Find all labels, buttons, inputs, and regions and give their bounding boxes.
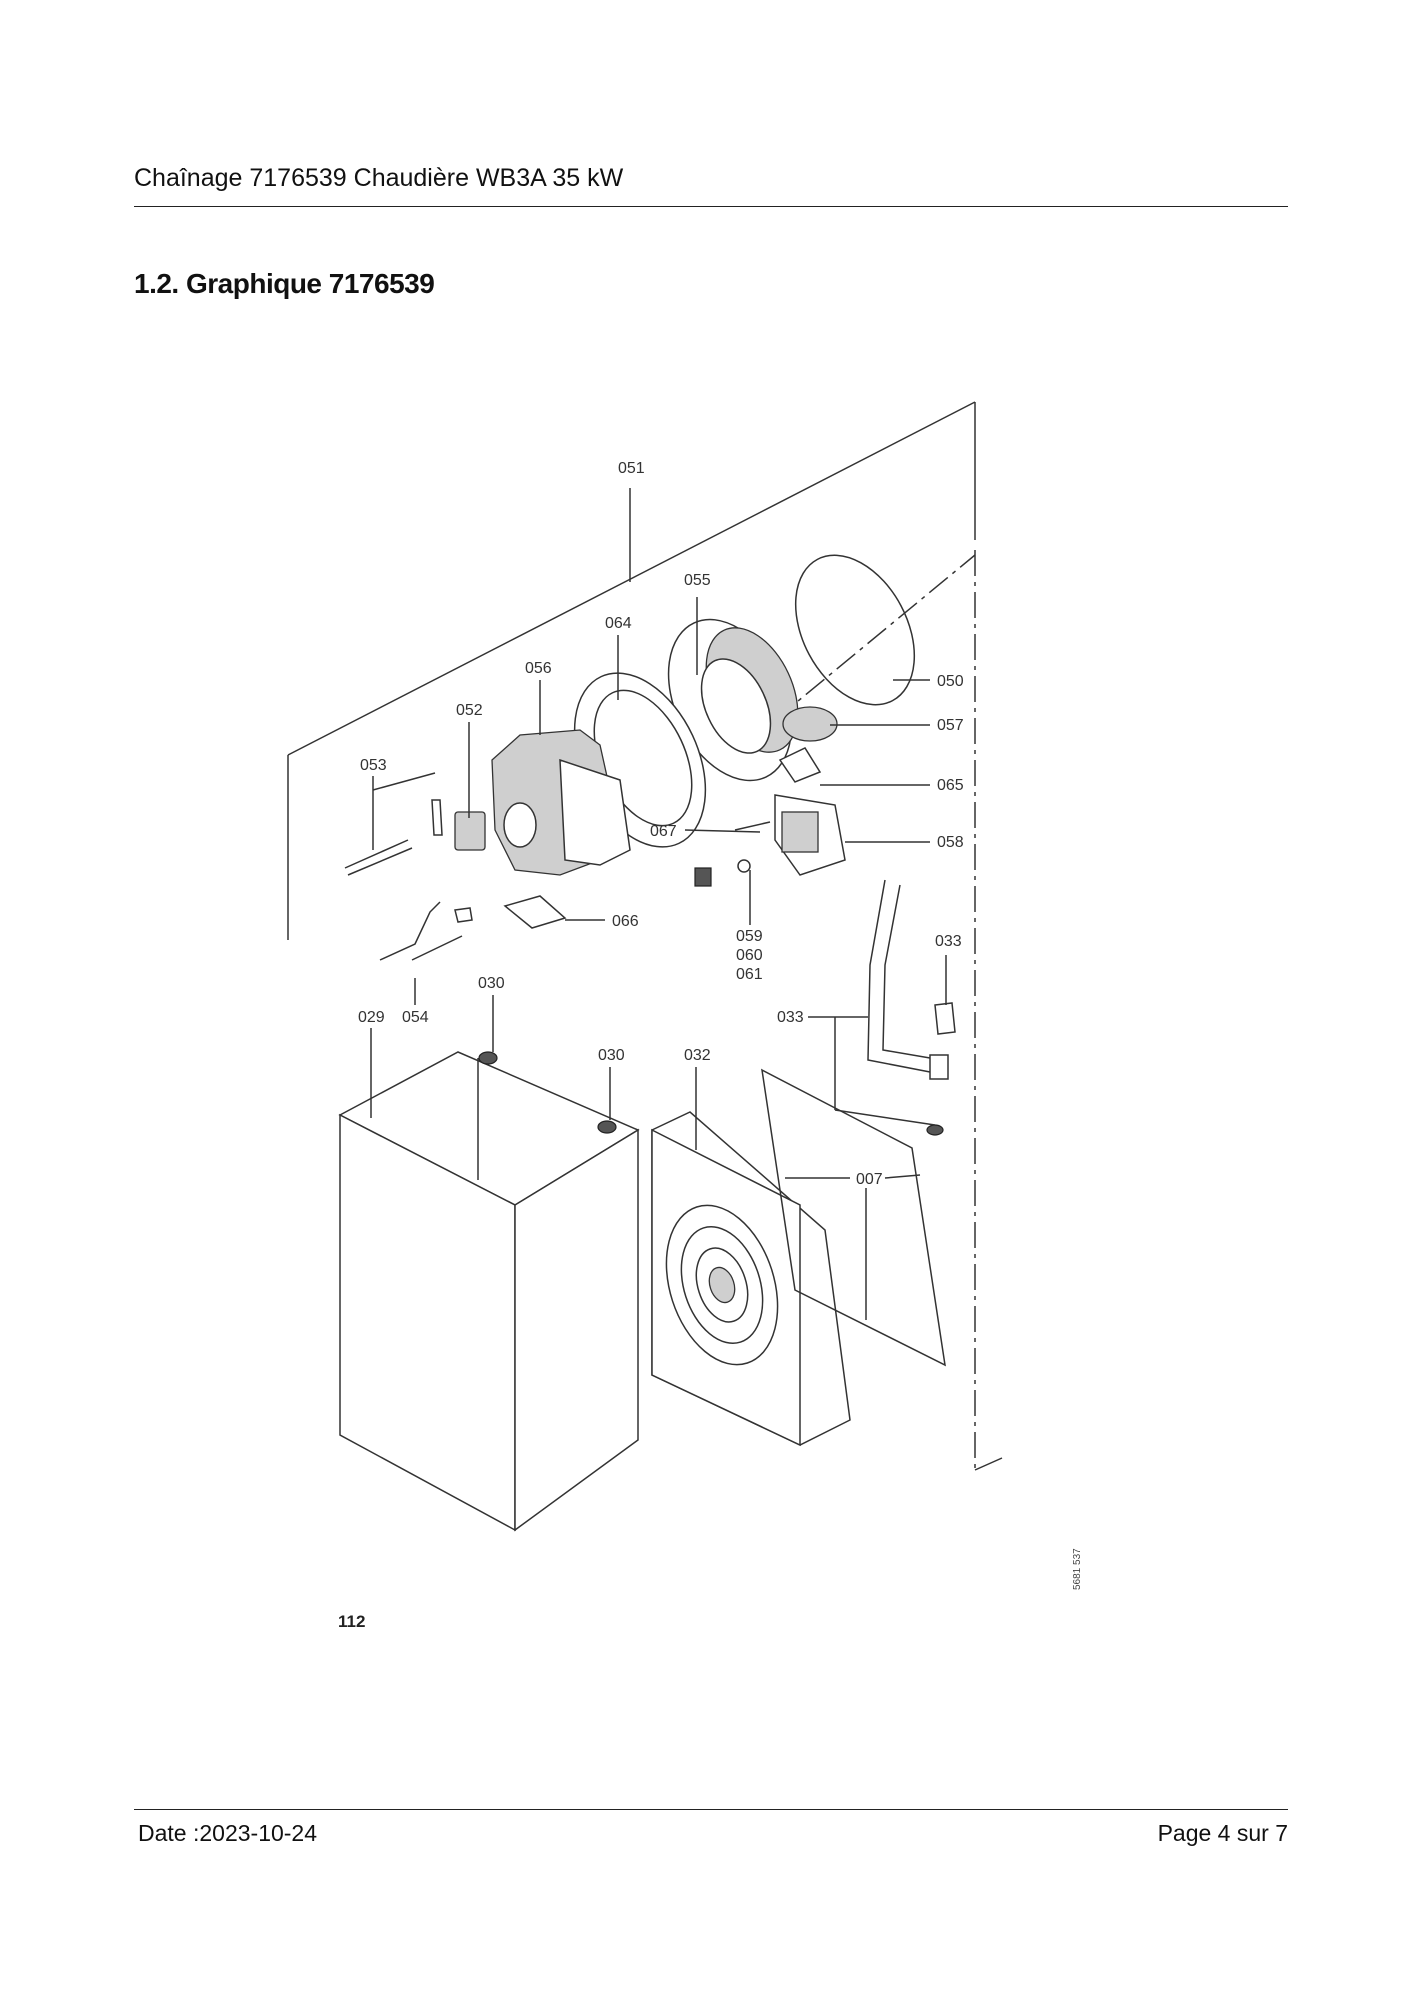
fan-unit-056 — [491, 729, 631, 876]
gas-pipe-033 — [867, 879, 956, 1136]
label-050: 050 — [937, 673, 964, 690]
label-033-a: 033 — [935, 933, 962, 950]
ignition-unit-052 — [454, 811, 486, 851]
label-052: 052 — [456, 702, 483, 719]
label-066: 066 — [612, 913, 639, 930]
footer-date: Date :2023-10-24 — [138, 1820, 318, 1846]
label-053: 053 — [360, 757, 387, 774]
frame-066 — [503, 895, 567, 929]
label-007: 007 — [856, 1171, 883, 1188]
figure-number: 112 — [338, 1612, 365, 1631]
label-065: 065 — [937, 777, 964, 794]
clip-030-a — [478, 1051, 498, 1065]
label-064: 064 — [605, 615, 632, 632]
seal-ring-050 — [794, 554, 916, 706]
label-057: 057 — [937, 717, 964, 734]
label-051: 051 — [618, 460, 645, 477]
bracket-065 — [778, 747, 822, 783]
label-033-b: 033 — [777, 1009, 804, 1026]
clip-030-b — [597, 1120, 617, 1134]
label-054: 054 — [402, 1009, 429, 1026]
label-060: 060 — [736, 947, 763, 964]
label-061: 061 — [736, 966, 763, 983]
small-parts — [694, 821, 771, 887]
label-030-b: 030 — [598, 1047, 625, 1064]
electrode-054 — [379, 901, 473, 961]
electrode-053 — [344, 799, 443, 876]
label-029: 029 — [358, 1009, 385, 1026]
outer-casing-029 — [338, 1051, 640, 1532]
assembly-frame — [287, 401, 1003, 1471]
label-030-a: 030 — [478, 975, 505, 992]
leader-lines — [370, 597, 947, 1320]
label-032: 032 — [684, 1047, 711, 1064]
front-panel-032 — [651, 1111, 851, 1447]
label-058: 058 — [937, 834, 964, 851]
label-055: 055 — [684, 572, 711, 589]
document-header-title: Chaînage 7176539 Chaudière WB3A 35 kW — [134, 164, 624, 192]
burner-flange-055 — [667, 618, 799, 782]
footer-divider — [134, 1809, 1288, 1810]
cover-057 — [782, 706, 838, 742]
label-067: 067 — [650, 823, 677, 840]
label-059: 059 — [736, 928, 763, 945]
header-divider — [134, 206, 1288, 207]
seal-strip-007 — [761, 1068, 946, 1367]
callout-labels: 051 055 064 056 052 053 050 057 065 067 … — [358, 460, 964, 1188]
footer-page-number: Page 4 sur 7 — [1157, 1820, 1288, 1846]
drawing-reference: 5681 537 — [1072, 1548, 1083, 1590]
section-title: 1.2. Graphique 7176539 — [134, 268, 435, 299]
label-056: 056 — [525, 660, 552, 677]
gas-valve-058 — [774, 794, 846, 876]
